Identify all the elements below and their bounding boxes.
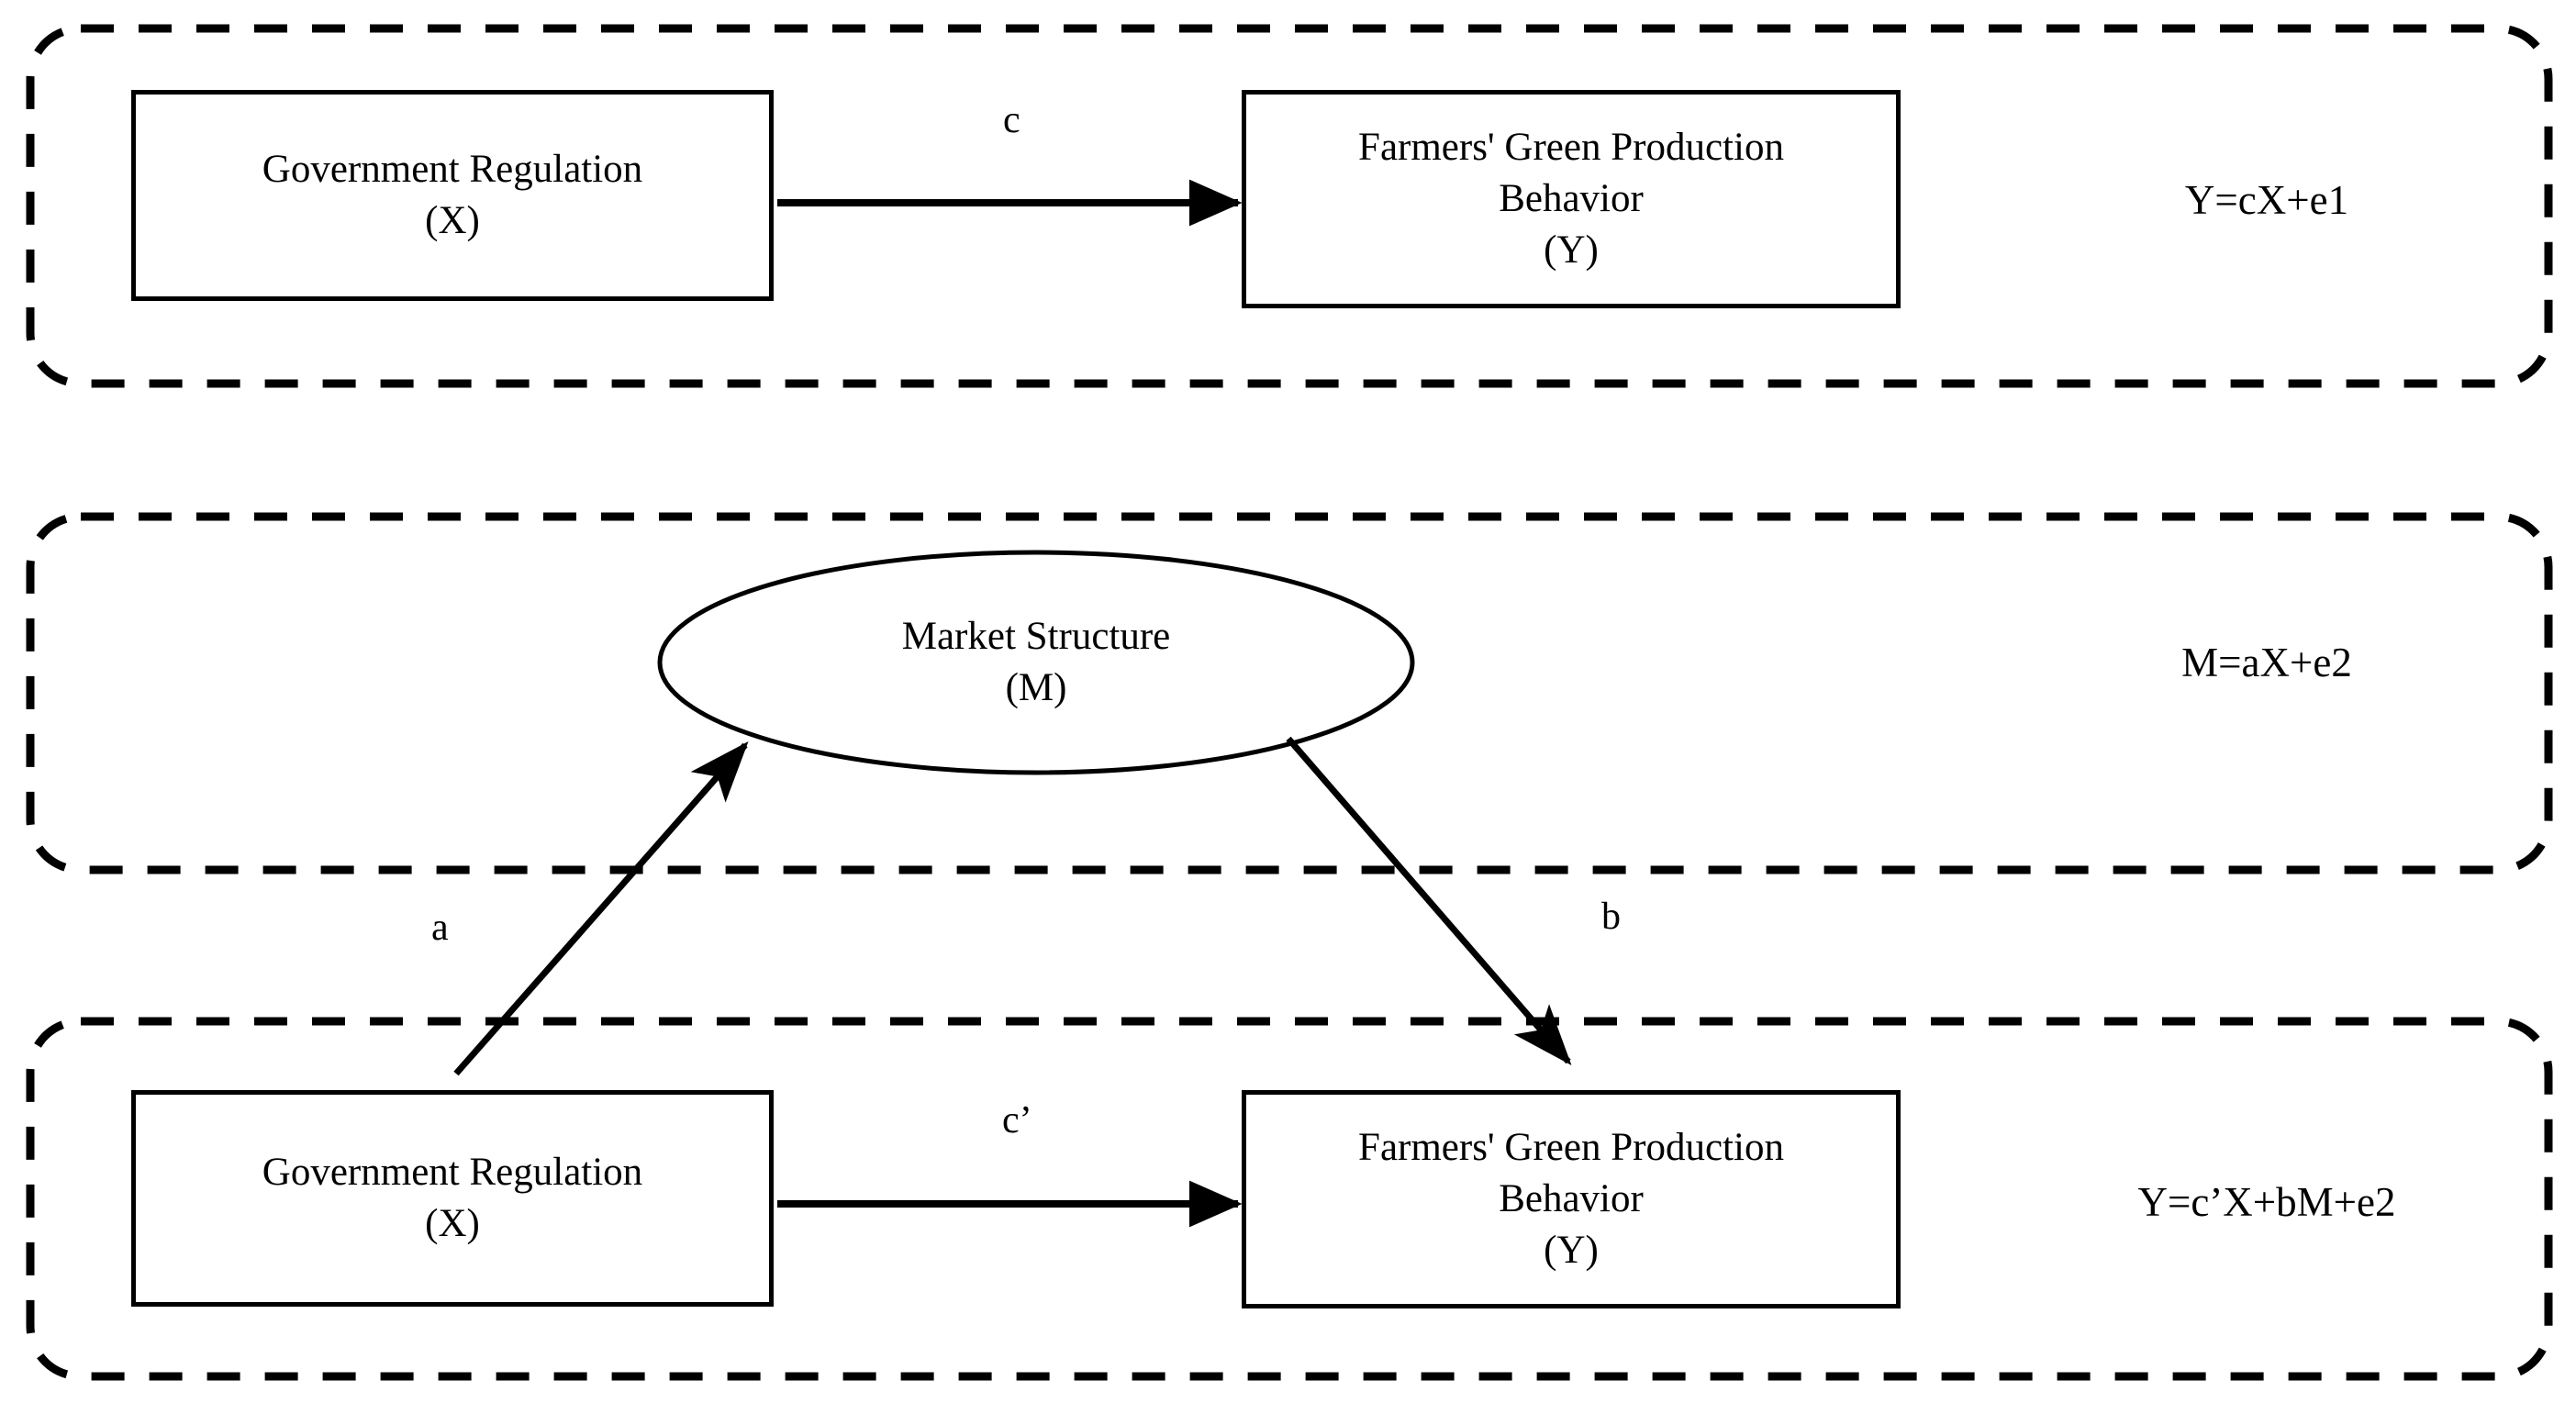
node-label-line2: (X) xyxy=(425,1202,480,1245)
node-label-line3: (Y) xyxy=(1544,1228,1599,1272)
node-farmers-green-production-behavior-bottom[interactable]: Farmers' Green Production Behavior (Y) xyxy=(1242,1090,1901,1308)
node-government-regulation-bottom[interactable]: Government Regulation (X) xyxy=(131,1090,774,1307)
node-label-line1: Government Regulation xyxy=(262,1151,643,1195)
edge-label-b: b xyxy=(1601,896,1621,938)
edge-label-c-prime: c’ xyxy=(1002,1099,1032,1141)
mediator-ellipse-outline xyxy=(657,550,1415,775)
node-label-line2: Behavior xyxy=(1499,177,1644,221)
arrow-path-b xyxy=(1286,736,1572,1066)
panel-border-mediator xyxy=(26,512,2553,874)
node-label-line1: Government Regulation xyxy=(262,148,643,192)
node-market-structure[interactable]: Market Structure (M) xyxy=(660,552,1412,773)
edge-label-a: a xyxy=(431,907,449,949)
equation-direct-effect: Y=c’X+bM+e2 xyxy=(2137,1179,2396,1225)
arrow-path-a xyxy=(453,741,749,1076)
panel-border-total-effect xyxy=(26,24,2553,388)
node-label-line2: (X) xyxy=(425,199,480,242)
panel-border-direct-effect xyxy=(26,1017,2553,1381)
node-label-line1: Farmers' Green Production xyxy=(1358,1126,1784,1170)
node-farmers-green-production-behavior-top[interactable]: Farmers' Green Production Behavior (Y) xyxy=(1242,90,1901,308)
node-label-line1: Market Structure xyxy=(901,615,1171,659)
node-label-line2: (M) xyxy=(1005,666,1067,709)
equation-total-effect: Y=cX+e1 xyxy=(2184,177,2349,223)
edge-label-c: c xyxy=(1003,99,1020,141)
node-label-line3: (Y) xyxy=(1544,228,1599,272)
node-government-regulation-top[interactable]: Government Regulation (X) xyxy=(131,90,774,301)
equation-mediator: M=aX+e2 xyxy=(2181,640,2352,685)
node-label-line1: Farmers' Green Production xyxy=(1358,126,1784,170)
node-label-line2: Behavior xyxy=(1499,1177,1644,1221)
